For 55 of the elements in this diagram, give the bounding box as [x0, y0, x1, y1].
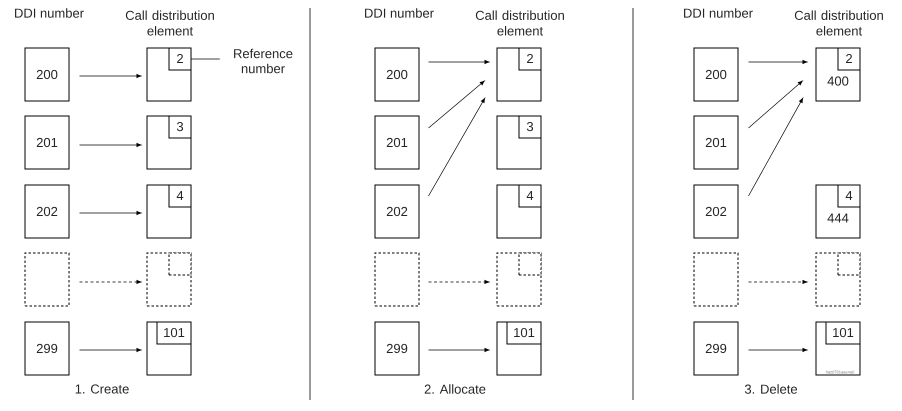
reference-number-box: 3	[518, 116, 542, 138]
ddi-number-box: 200	[374, 48, 420, 102]
reference-number-box	[518, 252, 542, 276]
arrow	[748, 280, 808, 284]
ddi-number-box: 202	[374, 184, 420, 238]
ddi-number-box: 201	[24, 116, 70, 170]
arrow	[79, 143, 142, 147]
ddi-number-box: 200	[694, 48, 738, 102]
leader-line	[191, 58, 220, 60]
ddi-number-box: 201	[694, 116, 738, 170]
arrow	[79, 211, 142, 215]
reference-number-box	[838, 252, 860, 276]
column-heading: Call distribution element	[794, 10, 883, 36]
reference-number-box: 101	[826, 322, 860, 344]
panel-caption: 3. Delete	[744, 384, 798, 394]
ddi-number-box: 202	[694, 184, 738, 238]
ddi-number-box	[374, 252, 420, 306]
column-heading: Call distribution element	[476, 10, 564, 36]
column-heading: Call distribution element	[126, 10, 214, 36]
ddi-number-box	[694, 252, 738, 306]
arrow	[428, 280, 490, 284]
ddi-number-box	[24, 252, 70, 306]
arrow	[428, 60, 490, 64]
reference-number-box: 101	[506, 322, 542, 344]
ddi-number-box: 201	[374, 116, 420, 170]
reference-number-box: 3	[168, 116, 192, 138]
ddi-number-box: 200	[24, 48, 70, 102]
column-heading: DDI number	[365, 8, 434, 18]
reference-number-box: 2	[838, 48, 860, 70]
ddi-number-box: 299	[24, 322, 70, 376]
arrow	[428, 98, 486, 196]
column-heading: DDI number	[684, 8, 753, 18]
ddi-number-box: 202	[24, 184, 70, 238]
panel-caption: 2. Allocate	[424, 384, 486, 394]
ddi-number-box: 299	[374, 322, 420, 376]
arrow	[79, 348, 142, 352]
callout-text: Reference number	[234, 48, 292, 74]
reference-number-box: 4	[518, 184, 542, 208]
reference-number-box: 4	[168, 184, 192, 208]
reference-number-box	[168, 252, 192, 276]
arrow	[79, 74, 142, 78]
arrow	[748, 80, 803, 128]
panel-caption: 1. Create	[76, 384, 129, 394]
ddi-number-box: 299	[694, 322, 738, 376]
arrow	[428, 348, 490, 352]
arrow	[748, 98, 804, 196]
arrow	[79, 280, 142, 284]
reference-number-box: 101	[156, 322, 192, 344]
reference-number-box: 2	[168, 48, 192, 70]
arrow	[428, 80, 485, 128]
reference-number-box: 4	[838, 184, 860, 208]
column-heading: DDI number	[15, 8, 84, 18]
reference-number-box: 2	[518, 48, 542, 70]
arrow	[748, 348, 808, 352]
arrow	[748, 60, 808, 64]
